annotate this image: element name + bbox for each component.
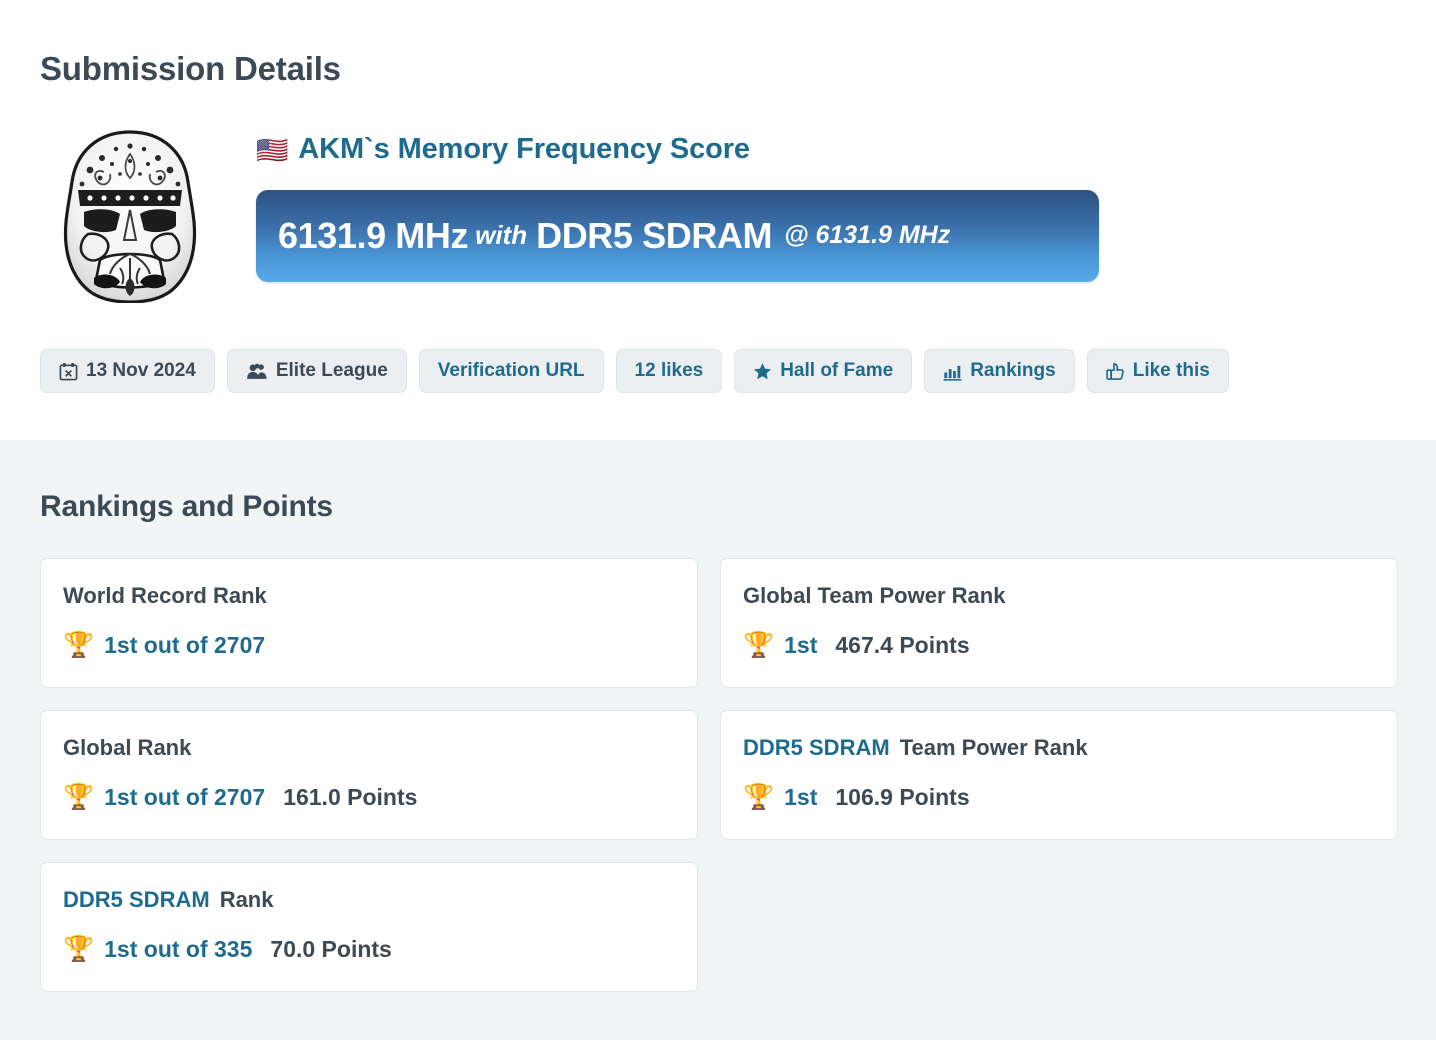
ranking-card-title: Global Team Power Rank — [743, 583, 1375, 608]
ranking-position[interactable]: 1st — [784, 632, 818, 659]
avatar — [40, 126, 220, 303]
ranking-position[interactable]: 1st out of 2707 — [104, 632, 266, 659]
ranking-points: 70.0 Points — [270, 936, 392, 963]
score-banner: 6131.9 MHz with DDR5 SDRAM @ 6131.9 MHz — [256, 189, 1099, 282]
ranking-card-value: 🏆 1st out of 2707 161.0 Points — [63, 784, 675, 811]
rankings-cards-grid: World Record Rank 🏆 1st out of 2707 Glob… — [0, 524, 1436, 992]
ranking-card-title-text: Team Power Rank — [899, 735, 1088, 760]
ranking-card-title: Global Rank — [63, 735, 675, 760]
thumbs-up-icon — [1106, 362, 1125, 381]
section-title: Rankings and Points — [40, 490, 333, 523]
bar-chart-icon — [943, 362, 962, 381]
badge-row: 13 Nov 2024 Elite League Verification UR… — [0, 303, 1436, 393]
ranking-card-value: 🏆 1st out of 335 70.0 Points — [63, 936, 675, 963]
ranking-card-ddr5-team-power: DDR5 SDRAM Team Power Rank 🏆 1st 106.9 Po… — [720, 710, 1398, 840]
trophy-icon: 🏆 — [63, 783, 95, 812]
star-icon — [753, 362, 772, 381]
users-icon — [246, 362, 268, 381]
ranking-card-title-text: World Record Rank — [63, 583, 267, 608]
ranking-card-ddr5-rank: DDR5 SDRAM Rank 🏆 1st out of 335 70.0 Poi… — [40, 862, 698, 992]
trophy-icon: 🏆 — [743, 631, 775, 660]
badge-league-label: Elite League — [275, 360, 388, 381]
ranking-points: 106.9 Points — [835, 784, 970, 811]
submission-main: 🇺🇸 AKM`s Memory Frequency Score 6131.9 M… — [220, 126, 1436, 282]
score-with-label: with — [475, 220, 528, 251]
ranking-points: 467.4 Points — [835, 632, 970, 659]
ranking-points: 161.0 Points — [283, 784, 418, 811]
ranking-card-value: 🏆 1st out of 2707 — [63, 632, 675, 659]
ranking-card-title-text: Rank — [219, 887, 274, 912]
ranking-position[interactable]: 1st — [784, 784, 818, 811]
ranking-card-value: 🏆 1st 467.4 Points — [743, 632, 1375, 659]
badge-like-this-label: Like this — [1132, 360, 1210, 381]
sugar-skull-stormtrooper-avatar-image — [63, 130, 197, 303]
badge-hall-of-fame[interactable]: Hall of Fame — [734, 349, 913, 393]
badge-like-this[interactable]: Like this — [1086, 349, 1229, 393]
ranking-card-global-team-power: Global Team Power Rank 🏆 1st 467.4 Point… — [720, 558, 1398, 688]
rankings-and-points-section: Rankings and Points World Record Rank 🏆 … — [0, 440, 1436, 1040]
ranking-card-title: DDR5 SDRAM Team Power Rank — [743, 735, 1375, 760]
score-title-text: AKM`s Memory Frequency Score — [298, 133, 750, 165]
hardware-link[interactable]: DDR5 SDRAM — [63, 887, 210, 912]
badge-likes-count[interactable]: 12 likes — [615, 349, 723, 393]
ranking-card-title-text: Global Rank — [63, 735, 192, 760]
ranking-card-world-record: World Record Rank 🏆 1st out of 2707 — [40, 558, 698, 688]
us-flag-icon: 🇺🇸 — [256, 134, 289, 165]
page-title: Submission Details — [40, 50, 341, 87]
score-value: 6131.9 MHz — [278, 214, 469, 256]
score-hardware: DDR5 SDRAM — [536, 214, 773, 256]
score-at-frequency: @ 6131.9 MHz — [784, 221, 951, 250]
ranking-position[interactable]: 1st out of 335 — [104, 936, 253, 963]
badge-verification-url[interactable]: Verification URL — [418, 349, 604, 393]
ranking-card-value: 🏆 1st 106.9 Points — [743, 784, 1375, 811]
ranking-position[interactable]: 1st out of 2707 — [104, 784, 266, 811]
badge-rankings-label: Rankings — [970, 360, 1056, 381]
submission-details-section: Submission Details — [0, 0, 1436, 440]
ranking-card-title-text: Global Team Power Rank — [743, 583, 1006, 608]
badge-hall-of-fame-label: Hall of Fame — [780, 360, 894, 381]
ranking-card-title: DDR5 SDRAM Rank — [63, 887, 675, 912]
calendar-icon — [59, 362, 78, 381]
badge-date-label: 13 Nov 2024 — [86, 360, 196, 381]
badge-league[interactable]: Elite League — [226, 349, 407, 393]
trophy-icon: 🏆 — [63, 631, 95, 660]
ranking-card-title: World Record Rank — [63, 583, 675, 608]
score-title: 🇺🇸 AKM`s Memory Frequency Score — [256, 126, 1436, 166]
ranking-card-global-rank: Global Rank 🏆 1st out of 2707 161.0 Poin… — [40, 710, 698, 840]
trophy-icon: 🏆 — [63, 935, 95, 964]
badge-rankings[interactable]: Rankings — [924, 349, 1075, 393]
trophy-icon: 🏆 — [743, 783, 775, 812]
hardware-link[interactable]: DDR5 SDRAM — [743, 735, 890, 760]
badge-date[interactable]: 13 Nov 2024 — [40, 349, 215, 393]
submission-body: 🇺🇸 AKM`s Memory Frequency Score 6131.9 M… — [0, 88, 1436, 303]
badge-verification-url-label: Verification URL — [437, 360, 585, 381]
badge-likes-count-label: 12 likes — [634, 360, 704, 381]
